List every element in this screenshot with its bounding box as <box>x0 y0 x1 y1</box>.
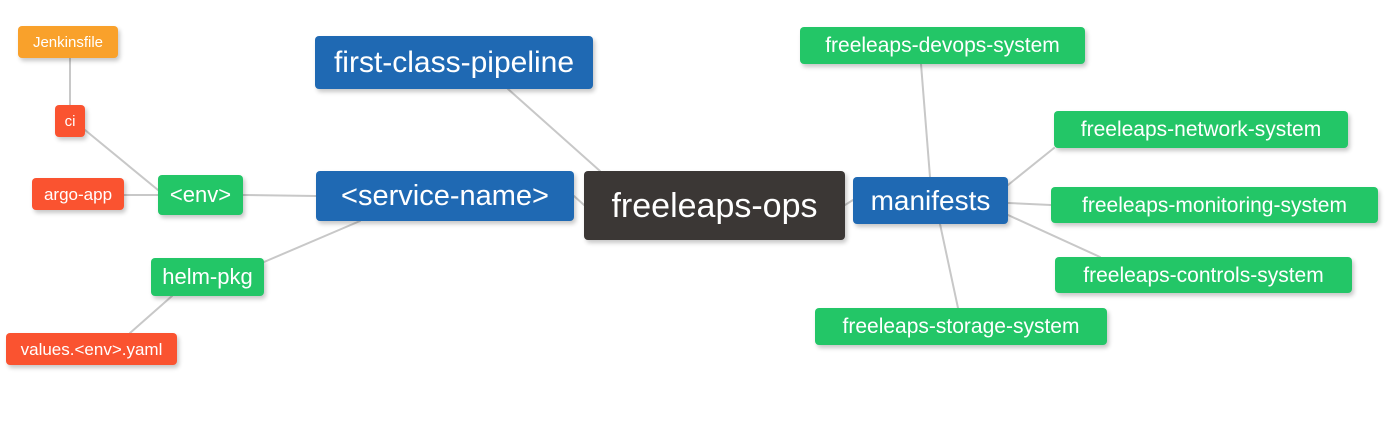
mindmap-node-argo-app[interactable]: argo-app <box>32 178 124 210</box>
mindmap-node-manifests[interactable]: manifests <box>853 177 1008 224</box>
node-label: manifests <box>870 184 991 216</box>
edge-helm-pkg-to-values-env-yaml <box>129 295 173 334</box>
edge-manifests-to-freeleaps-storage-system <box>939 223 959 309</box>
edge-freeleaps-ops-to-manifests <box>844 199 854 206</box>
node-label: ci <box>64 112 76 130</box>
node-label: values.<env>.yaml <box>20 339 163 359</box>
mindmap-node-freeleaps-controls-system[interactable]: freeleaps-controls-system <box>1055 257 1352 293</box>
mindmap-node-values-env-yaml[interactable]: values.<env>.yaml <box>6 333 177 365</box>
node-label: helm-pkg <box>162 264 253 289</box>
mindmap-node-env[interactable]: <env> <box>158 175 243 215</box>
mindmap-node-freeleaps-storage-system[interactable]: freeleaps-storage-system <box>815 308 1107 345</box>
mindmap-node-service-name[interactable]: <service-name> <box>316 171 574 221</box>
node-label: freeleaps-devops-system <box>825 34 1060 57</box>
mindmap-node-freeleaps-network-system[interactable]: freeleaps-network-system <box>1054 111 1348 148</box>
node-label: argo-app <box>43 184 113 204</box>
node-label: freeleaps-network-system <box>1080 118 1322 141</box>
node-label: freeleaps-ops <box>611 186 818 225</box>
edge-manifests-to-freeleaps-monitoring-system <box>1007 202 1052 206</box>
node-label: first-class-pipeline <box>333 45 575 79</box>
mindmap-node-helm-pkg[interactable]: helm-pkg <box>151 258 264 296</box>
node-label: freeleaps-controls-system <box>1083 263 1324 287</box>
node-label: <service-name> <box>341 179 549 212</box>
node-label: <env> <box>169 182 232 207</box>
mindmap-node-freeleaps-monitoring-system[interactable]: freeleaps-monitoring-system <box>1051 187 1378 223</box>
mindmap-node-jenkinsfile[interactable]: Jenkinsfile <box>18 26 118 58</box>
edge-freeleaps-ops-to-service-name <box>573 195 585 206</box>
mindmap-node-ci[interactable]: ci <box>55 105 85 137</box>
edge-service-name-to-helm-pkg <box>263 220 361 263</box>
edge-manifests-to-freeleaps-network-system <box>1007 147 1055 186</box>
edge-freeleaps-ops-to-first-class-pipeline <box>507 88 601 172</box>
mindmap-node-freeleaps-ops[interactable]: freeleaps-ops <box>584 171 845 240</box>
mindmap-node-freeleaps-devops-system[interactable]: freeleaps-devops-system <box>800 27 1085 64</box>
node-label: Jenkinsfile <box>32 33 104 51</box>
node-label: freeleaps-monitoring-system <box>1082 193 1347 217</box>
node-label: freeleaps-storage-system <box>842 315 1080 338</box>
mindmap-node-first-class-pipeline[interactable]: first-class-pipeline <box>315 36 593 89</box>
edge-service-name-to-env <box>242 194 317 197</box>
edge-manifests-to-freeleaps-devops-system <box>920 63 931 178</box>
